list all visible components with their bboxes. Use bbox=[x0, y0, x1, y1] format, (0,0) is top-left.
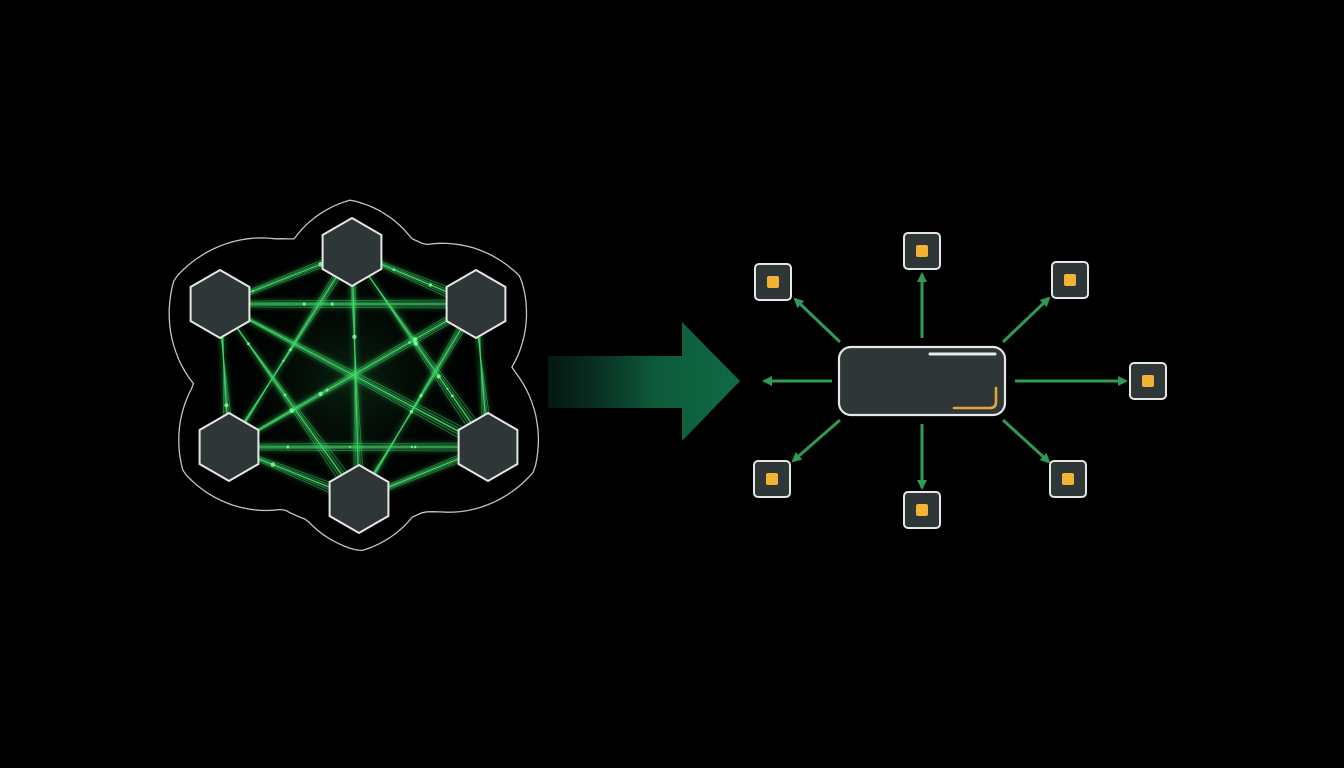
mesh-sparkle-22 bbox=[349, 446, 351, 448]
mesh-sparkle-25 bbox=[246, 342, 250, 346]
mesh-sparkle-1 bbox=[412, 337, 418, 342]
mesh-sparkle-34 bbox=[428, 283, 433, 287]
mesh-sparkle-35 bbox=[392, 268, 396, 271]
mesh-sparkle-32 bbox=[251, 290, 254, 292]
mesh-sparkle-37 bbox=[282, 359, 285, 362]
mesh-edge-47 bbox=[228, 303, 477, 448]
mesh-edge-38 bbox=[221, 305, 486, 450]
leaf-dot-bottom bbox=[916, 504, 928, 516]
leaf-node-top-left bbox=[754, 263, 792, 301]
mesh-sparkle-31 bbox=[270, 462, 276, 467]
mesh-edge-29 bbox=[223, 306, 471, 309]
mesh-edge-49 bbox=[223, 306, 480, 452]
mesh-sparkle-17 bbox=[419, 394, 423, 398]
leaf-node-bottom-left bbox=[753, 460, 791, 498]
mesh-sparkle-26 bbox=[289, 408, 295, 414]
mesh-sparkle-3 bbox=[289, 348, 292, 352]
mesh-sparkle-27 bbox=[409, 410, 414, 414]
right-arrow-icon bbox=[548, 322, 740, 441]
mesh-sparkle-11 bbox=[352, 334, 357, 339]
leaf-node-bottom bbox=[903, 491, 941, 529]
mesh-sparkle-0 bbox=[408, 341, 411, 344]
mesh-edge-39 bbox=[223, 306, 483, 452]
leaf-dot-top-left bbox=[767, 276, 779, 288]
mesh-edge-28 bbox=[221, 305, 474, 307]
leaf-dot-top bbox=[916, 245, 928, 257]
mesh-edge-64 bbox=[232, 449, 483, 452]
spoke-arrows bbox=[762, 272, 1128, 490]
mesh-nodes bbox=[189, 216, 519, 535]
mesh-edge-57 bbox=[358, 303, 477, 500]
mesh-hexagon-node-5 bbox=[457, 411, 519, 483]
mesh-sparkle-8 bbox=[283, 393, 287, 397]
mesh-sparkle-15 bbox=[286, 445, 290, 449]
leaf-node-bottom-right bbox=[1049, 460, 1087, 498]
mesh-edge-25 bbox=[216, 299, 482, 302]
mesh-outline bbox=[168, 199, 540, 552]
mesh-edge-61 bbox=[227, 444, 491, 446]
mesh-sparkle-7 bbox=[325, 388, 329, 392]
hub-and-spoke-network bbox=[753, 232, 1167, 529]
mesh-edge-60 bbox=[225, 442, 494, 445]
leaf-node-top bbox=[903, 232, 941, 270]
mesh-edge-48 bbox=[226, 305, 478, 450]
mesh-edge-35 bbox=[216, 300, 494, 444]
hub-box bbox=[837, 345, 1007, 417]
mesh-sparkle-2 bbox=[318, 391, 323, 397]
mesh-sparkle-39 bbox=[414, 341, 418, 346]
hub-accent-bracket bbox=[952, 386, 998, 410]
mesh-sparkle-9 bbox=[224, 403, 229, 408]
mesh-edge-44 bbox=[223, 306, 354, 504]
mesh-sparkle-23 bbox=[302, 302, 306, 306]
leaf-dot-bottom-left bbox=[766, 473, 778, 485]
mesh-sparkle-12 bbox=[330, 302, 334, 306]
hub-node bbox=[837, 345, 1007, 417]
mesh-hexagon-node-2 bbox=[189, 268, 251, 340]
spoke-arrow-bottom-left bbox=[791, 418, 841, 463]
mesh-edge-10 bbox=[234, 249, 349, 443]
spoke-arrow-top-left bbox=[793, 297, 842, 344]
mesh-sparkle-28 bbox=[450, 394, 454, 398]
mesh-sparkle-19 bbox=[436, 374, 441, 379]
mesh-edge-37 bbox=[219, 303, 489, 448]
mesh-edge-63 bbox=[230, 448, 486, 450]
mesh-edge-24 bbox=[353, 254, 356, 504]
mesh-sparkle-13 bbox=[413, 445, 417, 449]
mesh-edge-58 bbox=[356, 305, 479, 502]
spoke-arrow-bottom-right bbox=[1001, 418, 1051, 464]
mesh-hexagon-node-6 bbox=[328, 463, 390, 535]
leaf-dot-bottom-right bbox=[1062, 473, 1074, 485]
leaf-node-right bbox=[1129, 362, 1167, 400]
mesh-edge-14 bbox=[223, 254, 356, 452]
leaf-nodes bbox=[753, 232, 1167, 529]
full-mesh-network bbox=[168, 199, 540, 552]
mesh-edge-13 bbox=[226, 253, 355, 450]
mesh-hexagon-node-4 bbox=[198, 411, 260, 483]
mesh-sparkle-36 bbox=[446, 387, 449, 390]
mesh-edge-46 bbox=[231, 302, 475, 446]
spoke-arrow-top-right bbox=[1001, 296, 1051, 344]
mesh-edge-19 bbox=[355, 254, 483, 452]
leaf-dot-right bbox=[1142, 375, 1154, 387]
leaf-dot-top-right bbox=[1064, 274, 1076, 286]
mesh-edge-45 bbox=[234, 300, 473, 444]
leaf-node-top-right bbox=[1051, 261, 1089, 299]
mesh-sparkle-33 bbox=[410, 445, 413, 449]
mesh-edge-26 bbox=[218, 301, 479, 303]
mesh-edge-55 bbox=[364, 301, 473, 495]
mesh-hexagon-node-3 bbox=[445, 268, 507, 340]
mesh-hexagon-node-1 bbox=[321, 216, 383, 288]
mesh-edge-59 bbox=[353, 306, 480, 504]
